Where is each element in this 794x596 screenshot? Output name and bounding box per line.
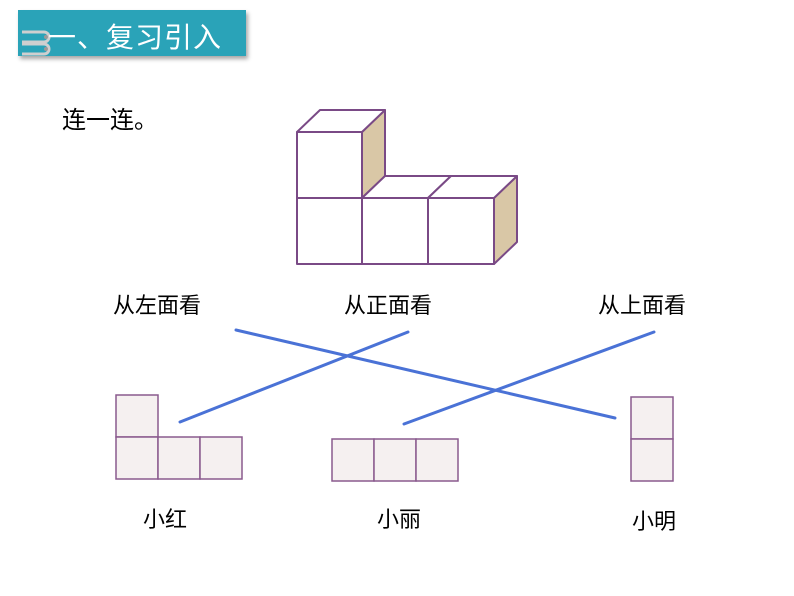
grid-cell [630,396,674,440]
grid-cell [115,394,159,438]
name-label-xiaoli: 小丽 [377,508,422,533]
grid-cell [331,438,375,482]
line-top-to-xiaoli [402,330,656,426]
xiaoming-view-grid [630,396,674,482]
xiaohong-view-grid [115,394,243,480]
line-left-to-xiaoming [234,328,617,420]
grid-cell [115,436,159,480]
line-front-to-xiaohong [178,330,410,424]
binder-rings-icon [22,30,51,56]
connection-lines [178,328,656,426]
grid-cell [630,438,674,482]
instruction-text: 连一连。 [62,106,158,134]
name-label-xiaoming: 小明 [632,510,677,535]
name-label-xiaohong: 小红 [143,508,188,533]
cube-front-face [361,197,429,265]
cube-figure [296,109,518,265]
grid-cell [199,436,243,480]
grid-cell [157,436,201,480]
grid-cell [415,438,459,482]
view-label-front: 从正面看 [344,294,433,319]
cube-front-face [296,197,363,265]
cube-front-face [427,197,495,265]
cube-front-face [296,131,363,199]
section-title: 一、复习引入 [48,21,223,54]
section-header: 一、复习引入 [18,10,246,56]
xiaoli-view-grid [331,438,459,482]
view-label-left: 从左面看 [113,294,202,319]
grid-cell [373,438,417,482]
view-label-top: 从上面看 [598,294,687,319]
